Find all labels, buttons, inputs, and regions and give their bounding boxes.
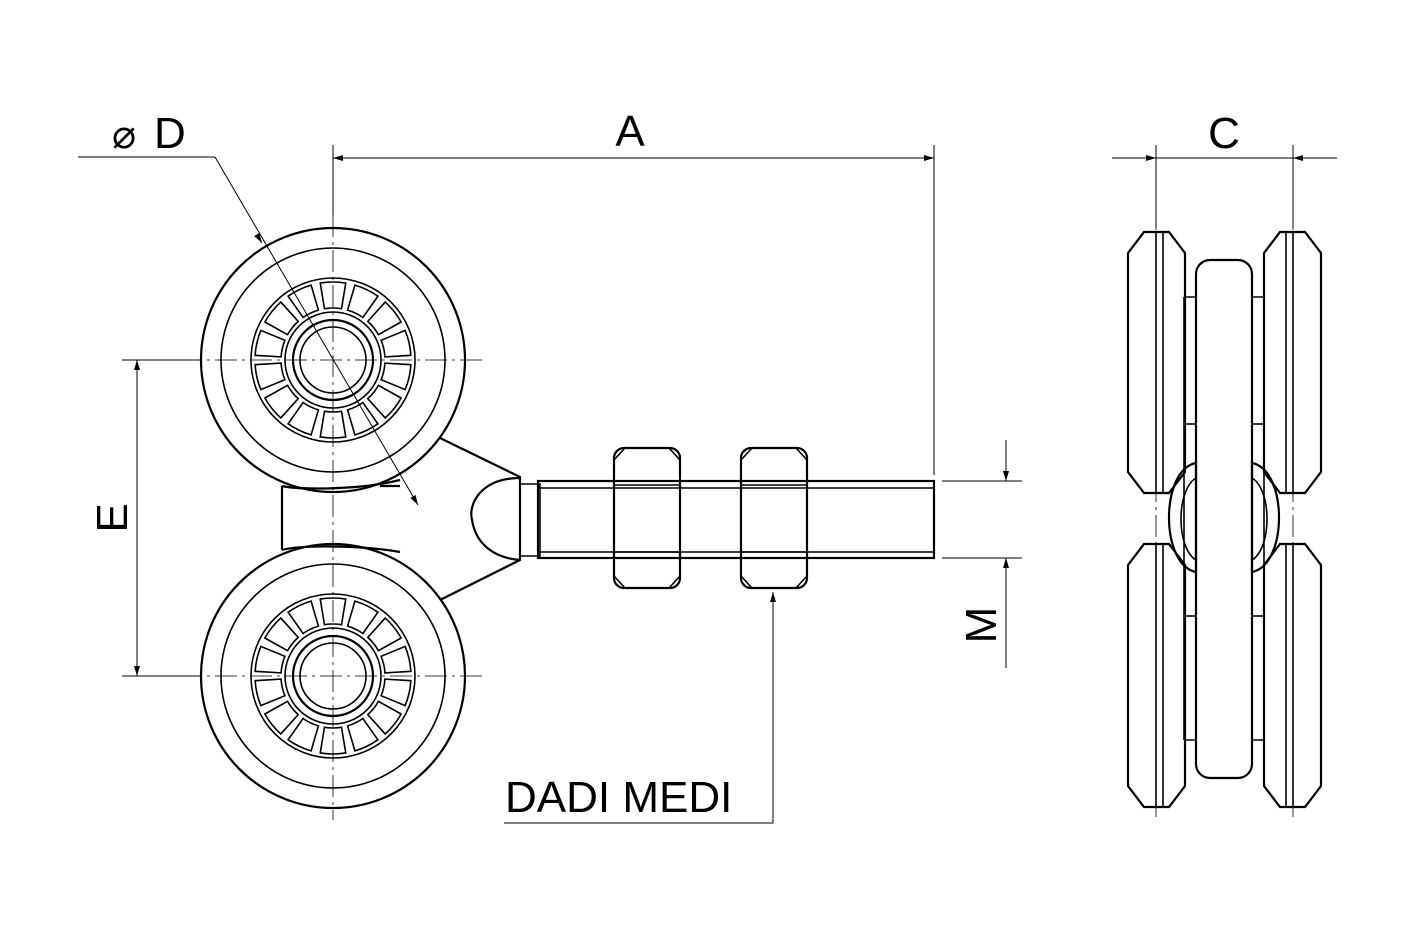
bearing-rollers bbox=[254, 597, 412, 755]
bearing-roller bbox=[254, 362, 286, 391]
dimension-c-label: C bbox=[1208, 109, 1240, 158]
bearing-roller bbox=[346, 717, 380, 752]
bearing-roller bbox=[319, 726, 347, 755]
nuts-label: DADI MEDI bbox=[505, 773, 732, 822]
bearing-roller bbox=[380, 329, 412, 358]
bearing-roller bbox=[319, 410, 347, 439]
bearing-roller bbox=[380, 645, 412, 674]
dimension-a-label: A bbox=[615, 107, 645, 156]
bearing-roller bbox=[254, 678, 286, 707]
bearing-roller bbox=[286, 284, 320, 319]
bearing-roller bbox=[286, 600, 320, 635]
bearing-roller bbox=[263, 384, 300, 420]
bearing-roller bbox=[263, 300, 300, 336]
bearing-roller bbox=[263, 700, 300, 736]
bearing-roller bbox=[346, 401, 380, 436]
bearing-roller bbox=[366, 616, 403, 652]
bolt-dome bbox=[470, 476, 521, 562]
dimension-m-label: M bbox=[957, 607, 1006, 644]
bearing-roller bbox=[319, 281, 347, 310]
bearing-roller bbox=[254, 645, 286, 674]
bearing-roller bbox=[286, 401, 320, 436]
bearing-roller bbox=[366, 300, 403, 336]
bearing-roller bbox=[380, 678, 412, 707]
bearing-roller bbox=[319, 597, 347, 626]
bearing-roller bbox=[346, 600, 380, 635]
diameter-symbol: ⌀ bbox=[112, 113, 136, 157]
bearing-roller bbox=[286, 717, 320, 752]
body-web bbox=[280, 437, 522, 601]
bearing-roller bbox=[254, 329, 286, 358]
nuts-leader bbox=[504, 592, 776, 824]
bearing-roller bbox=[380, 362, 412, 391]
dimension-d-label: D bbox=[154, 109, 186, 158]
bearing-roller bbox=[263, 616, 300, 652]
bearing-rollers bbox=[254, 281, 412, 439]
dimension-e bbox=[122, 359, 200, 677]
bearing-roller bbox=[366, 700, 403, 736]
threaded-shaft bbox=[536, 479, 936, 560]
dimension-m bbox=[942, 440, 1022, 668]
dimension-a bbox=[332, 145, 935, 475]
bearing-roller bbox=[366, 384, 403, 420]
side-view bbox=[1126, 200, 1323, 820]
hex-nut-1 bbox=[612, 446, 682, 590]
bearing-roller bbox=[346, 284, 380, 319]
dimension-e-label: E bbox=[88, 503, 137, 532]
dimension-c bbox=[1112, 145, 1337, 228]
front-view bbox=[180, 215, 936, 820]
hex-nut-2 bbox=[739, 446, 809, 590]
dimension-d bbox=[78, 156, 419, 506]
